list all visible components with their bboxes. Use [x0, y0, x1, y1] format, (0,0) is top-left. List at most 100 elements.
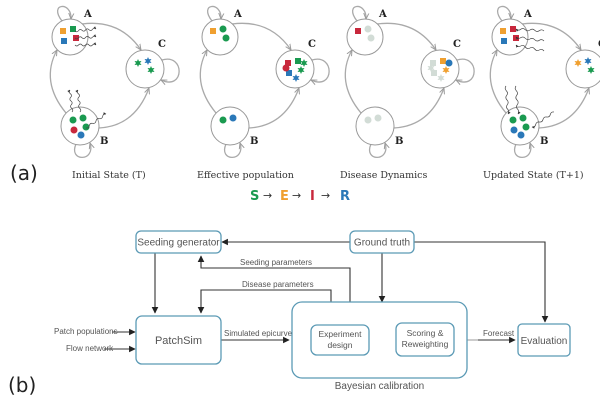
agent-square [355, 28, 361, 34]
evaluation-label: Evaluation [521, 336, 568, 347]
label-simulated-epicurves: Simulated epicurves [224, 329, 296, 338]
seir-arrow-icon: → [263, 189, 272, 202]
agent-circle [374, 114, 382, 122]
ground-truth-label: Ground truth [354, 238, 410, 249]
seir-r: R [340, 189, 350, 204]
agent-circle [367, 34, 375, 42]
self-loop-a [206, 5, 221, 22]
node-a [51, 18, 89, 56]
agent-star [134, 59, 142, 67]
node-c [275, 49, 315, 89]
agent-circle [445, 59, 453, 67]
edge-b-to-c [98, 88, 149, 129]
self-loop-b [73, 143, 91, 158]
infection-wave [74, 42, 97, 47]
node-label-c: C [453, 39, 461, 50]
agent-square [510, 26, 516, 32]
node-label-a: A [83, 9, 92, 20]
agent-square [60, 28, 66, 34]
edge-b-to-a [49, 50, 67, 114]
state-graph-3: ABC [489, 5, 600, 158]
self-loop-a [351, 5, 366, 22]
edge-a-to-c [376, 22, 436, 50]
node-b [210, 106, 250, 146]
edge-b-to-a [199, 50, 217, 114]
state-graph-1: A B C [199, 5, 330, 158]
agent-star [437, 74, 445, 82]
label-disease-parameters: Disease parameters [242, 280, 314, 289]
state-title-initial: Initial State (T) [72, 170, 146, 181]
edge-a-to-c [81, 22, 141, 50]
edge-groundtruth-to-evaluation [414, 241, 549, 323]
input-flow-network: Flow network [66, 344, 114, 353]
node-c [565, 49, 600, 89]
node-label-a: A [523, 9, 532, 20]
agent-square [501, 38, 507, 44]
agent-star [427, 64, 435, 72]
agent-circle [510, 126, 518, 134]
node-label-b: B [100, 136, 108, 147]
agent-circle [219, 25, 227, 33]
node-label-a: A [378, 9, 387, 20]
infection-wave [515, 36, 545, 42]
self-loop-b [368, 143, 386, 158]
node-label-c: C [308, 39, 316, 50]
self-loop-a [56, 5, 71, 22]
self-loop-c [456, 58, 475, 82]
patchsim-label: PatchSim [155, 335, 202, 347]
agent-star [292, 74, 300, 82]
box-scoring-reweighting: Scoring & Reweighting [395, 322, 455, 357]
state-graph-0: A B C [49, 5, 180, 158]
experiment-design-label-2: design [327, 340, 352, 350]
infection-wave [85, 112, 107, 129]
agent-star [574, 59, 582, 67]
bayesian-calibration-label: Bayesian calibration [335, 381, 425, 392]
experiment-design-label-1: Experiment [319, 329, 363, 339]
agent-circle [219, 116, 227, 124]
scoring-label-2: Reweighting [402, 339, 449, 349]
panel-a: ABCABCABCABC [49, 5, 600, 158]
state-title-disease: Disease Dynamics [340, 170, 427, 181]
infection-wave [514, 85, 521, 115]
agent-square [430, 60, 436, 66]
agent-circle [70, 126, 78, 134]
agent-circle [69, 116, 77, 124]
scoring-label-1: Scoring & [407, 328, 444, 338]
agent-square [295, 58, 301, 64]
agent-square [285, 60, 291, 66]
edge-b-to-c [393, 88, 444, 129]
agent-square [286, 70, 292, 76]
node-label-b: B [395, 136, 403, 147]
agent-star [297, 66, 305, 74]
node-c [125, 49, 165, 89]
agent-square [70, 26, 76, 32]
node-label-b: B [250, 136, 258, 147]
agent-square [210, 28, 216, 34]
agent-circle [519, 114, 527, 122]
label-forecast: Forecast [483, 329, 515, 338]
agent-star [147, 66, 155, 74]
agent-circle [517, 131, 525, 139]
agent-star [300, 59, 308, 67]
seir-e: E [280, 189, 289, 204]
box-evaluation: Evaluation [517, 323, 571, 357]
agent-circle [82, 123, 90, 131]
self-loop-b [513, 143, 531, 158]
agent-square [440, 58, 446, 64]
agent-square [431, 70, 437, 76]
state-title-effective: Effective population [197, 170, 294, 181]
seir-arrow-icon: → [321, 189, 330, 202]
node-b [355, 106, 395, 146]
infection-wave [75, 89, 82, 113]
agent-circle [509, 116, 517, 124]
box-patchsim: PatchSim [135, 315, 222, 365]
node-label-c: C [598, 39, 600, 50]
infection-wave [515, 28, 545, 32]
agent-circle [222, 34, 230, 42]
seir-i: I [310, 189, 315, 204]
edge-b-to-a [489, 50, 507, 114]
box-experiment-design: Experiment design [310, 324, 370, 356]
agent-circle [229, 114, 237, 122]
node-label-a: A [233, 9, 242, 20]
node-label-c: C [158, 39, 166, 50]
